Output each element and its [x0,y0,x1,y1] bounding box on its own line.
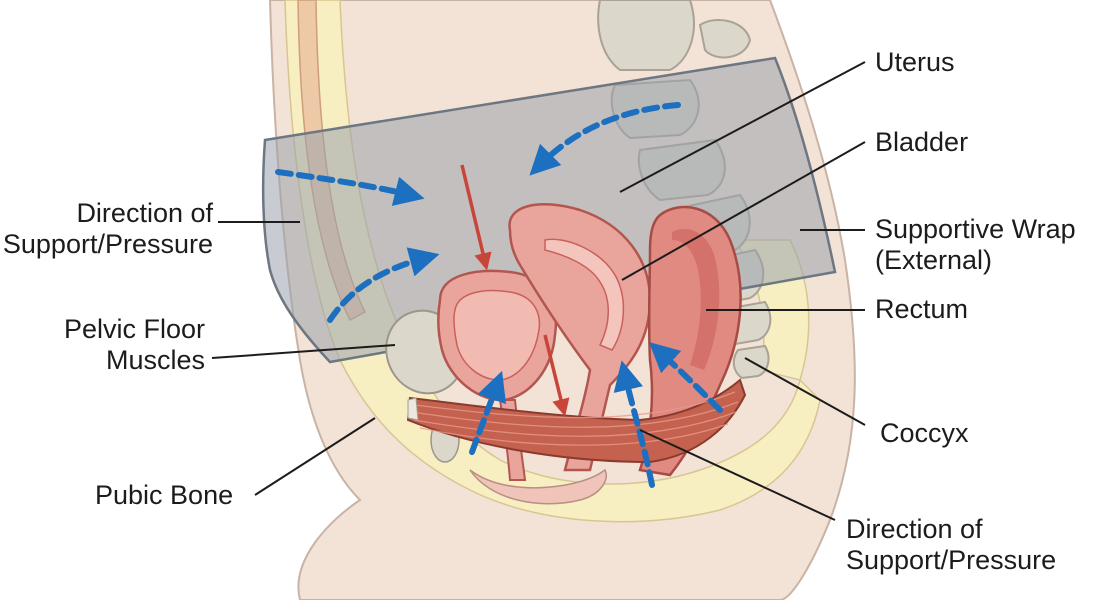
support-arrows [275,102,723,488]
label-supportive-wrap-line-1: Supportive Wrap [875,214,1076,244]
label-coccyx-line-1: Coccyx [880,418,969,448]
leader-pelvic-floor [211,344,396,359]
label-direction-left-line-2: Support/Pressure [2,229,213,259]
label-rectum: Rectum [875,294,968,325]
label-direction-left-line-1: Direction of [76,198,213,228]
label-direction-bottom: Direction of Support/Pressure [846,514,1056,576]
pressure-arrow-upper [460,164,492,271]
leader-uterus [619,61,866,193]
uterus-cavity [544,238,625,351]
label-direction-left: Direction of Support/Pressure [3,198,213,260]
label-uterus-line-1: Uterus [875,47,955,77]
leader-bladder [621,141,866,281]
support-arrow-floor-1 [469,370,507,455]
label-uterus: Uterus [875,47,955,78]
support-arrow-floor-2 [613,360,655,488]
leader-pubic-bone [254,417,376,496]
label-direction-bottom-line-1: Direction of [846,514,983,544]
label-supportive-wrap: Supportive Wrap (External) [875,214,1076,276]
label-pelvic-floor-line-1: Pelvic Floor [63,314,205,344]
leader-direction-bottom [639,429,836,521]
uterus-shape [508,203,652,472]
label-supportive-wrap-line-2: (External) [875,245,993,275]
support-arrow-floor-3 [648,341,723,413]
support-arrow-top-right [529,102,681,176]
pelvic-floor-muscle-fibers [411,391,739,446]
rectum-lumen [672,229,720,370]
support-arrow-left-bottom [327,247,440,323]
label-coccyx: Coccyx [880,418,969,449]
label-bladder-line-1: Bladder [875,127,969,157]
label-pelvic-floor: Pelvic Floor Muscles [64,314,205,376]
label-pubic-bone: Pubic Bone [95,480,233,511]
label-pelvic-floor-line-2: Muscles [105,345,205,375]
leader-coccyx [744,357,866,426]
label-direction-bottom-line-2: Support/Pressure [846,545,1057,575]
label-bladder: Bladder [875,127,968,158]
bladder-lumen [453,289,541,381]
label-rectum-line-1: Rectum [875,294,969,324]
support-arrow-left-top [275,169,425,206]
pelvic-floor-muscle-band [406,378,747,464]
pressure-arrow-lower [543,334,570,417]
muscle-tendon [407,397,419,421]
leader-lines [211,61,866,521]
lower-tissue [469,468,607,505]
label-pubic-bone-line-1: Pubic Bone [95,480,234,510]
